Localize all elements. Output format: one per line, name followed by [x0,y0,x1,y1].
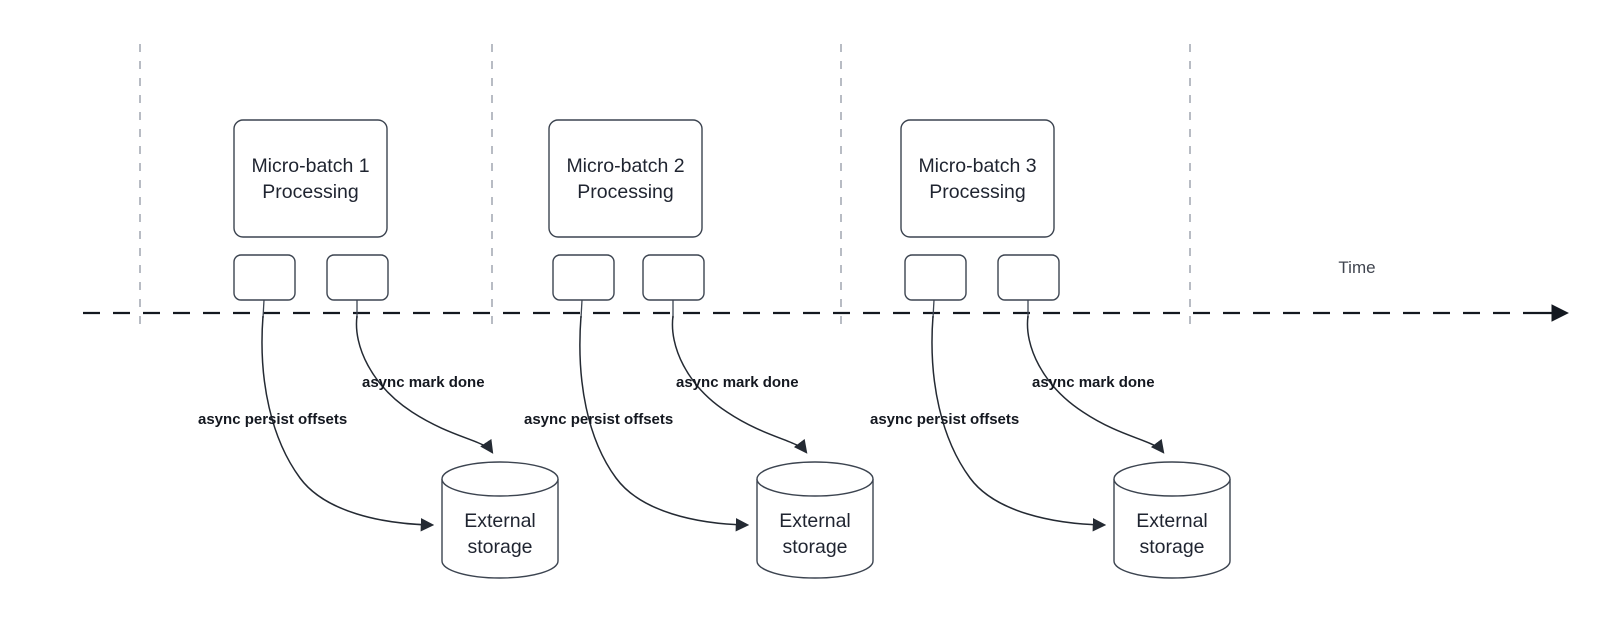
process-box-label-line1: Micro-batch 2 [566,155,684,177]
task-box-3a[interactable] [904,254,967,301]
external-storage-1[interactable]: External storage [441,461,559,579]
async-mark-done-flow-1 [355,315,494,454]
task-box-2a[interactable] [552,254,615,301]
external-storage-2[interactable]: External storage [756,461,874,579]
batch-boundaries [139,44,1191,330]
task-box-3b[interactable] [997,254,1060,301]
async-persist-offsets-label-3: async persist offsets [870,411,1019,428]
external-storage-2-label-line2: storage [782,536,847,558]
async-mark-done-flow-2 [671,315,808,454]
time-axis-label: Time [1338,258,1375,277]
micro-batch-2-processing-box[interactable]: Micro-batch 2 Processing [548,119,703,238]
process-box-label-line2: Processing [262,181,358,203]
async-mark-done-flow-3 [1026,315,1165,454]
task-box-1a[interactable] [233,254,296,301]
task-box-1b[interactable] [326,254,389,301]
async-mark-done-label-3: async mark done [1032,374,1155,391]
process-box-label-line2: Processing [929,181,1025,203]
external-storage-3-label-line2: storage [1139,536,1204,558]
external-storage-1-top [441,461,559,497]
group-1: Micro-batch 1 Processing async persist o… [198,119,559,579]
external-storage-2-top [756,461,874,497]
async-persist-offsets-label-1: async persist offsets [198,411,347,428]
process-box-rect [548,119,703,238]
process-box-rect [233,119,388,238]
async-persist-offsets-flow-3 [931,315,1107,532]
task-box-1a-stem [262,299,265,319]
task-box-2b[interactable] [642,254,705,301]
time-axis: Time [83,258,1569,322]
external-storage-2-label-line1: External [779,510,851,532]
external-storage-3-label-line1: External [1136,510,1208,532]
micro-batch-3-processing-box[interactable]: Micro-batch 3 Processing [900,119,1055,238]
process-box-rect [900,119,1055,238]
micro-batch-1-processing-box[interactable]: Micro-batch 1 Processing [233,119,388,238]
external-storage-3-body [1113,479,1231,579]
task-box-2a-stem [580,299,583,319]
process-box-label-line2: Processing [577,181,673,203]
async-mark-done-label-2: async mark done [676,374,799,391]
external-storage-2-body [756,479,874,579]
async-persist-offsets-flow-2 [579,315,750,532]
async-mark-done-label-1: async mark done [362,374,485,391]
task-box-3a-stem [932,299,935,319]
process-box-label-line1: Micro-batch 3 [918,155,1036,177]
process-box-label-line1: Micro-batch 1 [251,155,369,177]
external-storage-1-label-line1: External [464,510,536,532]
group-3: Micro-batch 3 Processing async persist o… [870,119,1231,579]
external-storage-1-label-line2: storage [467,536,532,558]
external-storage-3-top [1113,461,1231,497]
external-storage-3[interactable]: External storage [1113,461,1231,579]
async-persist-offsets-label-2: async persist offsets [524,411,673,428]
async-persist-offsets-flow-1 [261,315,435,532]
external-storage-1-body [441,479,559,579]
group-2: Micro-batch 2 Processing async persist o… [524,119,874,579]
